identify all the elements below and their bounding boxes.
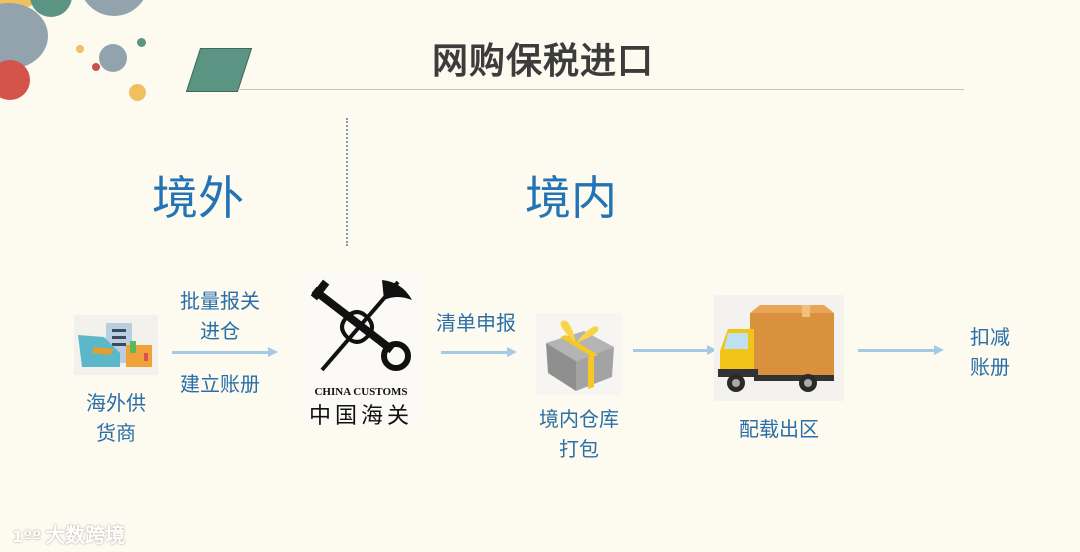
- title-accent-shape: [185, 48, 253, 92]
- customs-logo-text-cn: 中国海关: [308, 404, 413, 429]
- slide-title: 网购保税进口: [432, 41, 655, 82]
- circle-red: [0, 60, 30, 100]
- node-ledger-label-line2: 账册: [970, 355, 1010, 379]
- circle-gray-medium: [99, 44, 127, 72]
- edge-list-declaration-label: 清单申报: [436, 311, 516, 335]
- gift-box-icon: [536, 313, 622, 395]
- edge-ledger-setup-label: 建立账册: [180, 372, 260, 396]
- edge-declaration-label: 批量报关 进仓: [160, 286, 280, 346]
- node-ledger-label-line1: 扣减: [970, 325, 1010, 349]
- arrow-customs-to-warehouse: [441, 347, 517, 357]
- watermark-text: 大数跨境: [45, 523, 126, 547]
- region-overseas-label: 境外: [152, 171, 244, 225]
- node-ledger-label: 扣减 账册: [960, 322, 1020, 382]
- arrow-supplier-to-customs: [172, 347, 278, 357]
- arrow-warehouse-to-dispatch: [633, 345, 717, 355]
- node-supplier-label-line2: 货商: [96, 421, 136, 445]
- circle-gray-large: [78, 0, 150, 16]
- node-supplier-label: 海外供 货商: [66, 388, 166, 448]
- 100-logo-icon: 1ºº: [12, 527, 42, 546]
- china-customs-emblem-icon: CHINA CUSTOMS 中国海关: [302, 272, 420, 429]
- circle-red-small: [92, 63, 100, 71]
- delivery-truck-icon: [714, 295, 844, 401]
- circle-teal: [30, 0, 72, 17]
- node-warehouse-label-line2: 打包: [559, 437, 599, 461]
- title-underline: [238, 89, 964, 90]
- customs-logo-text-en: CHINA CUSTOMS: [314, 386, 408, 398]
- factory-building-icon: [74, 315, 158, 375]
- region-divider: [346, 118, 348, 246]
- edge-label-line1: 批量报关: [180, 289, 260, 313]
- region-domestic-label: 境内: [525, 171, 617, 225]
- arrow-dispatch-to-ledger: [858, 345, 944, 355]
- circle-yellow-medium: [129, 84, 146, 101]
- node-warehouse-label-line1: 境内仓库: [539, 407, 619, 431]
- node-dispatch-label: 配载出区: [739, 417, 819, 441]
- circle-yellow-small: [76, 45, 84, 53]
- edge-label-line2: 进仓: [200, 319, 240, 343]
- node-warehouse-label: 境内仓库 打包: [524, 404, 634, 464]
- circle-teal-small: [137, 38, 146, 47]
- node-supplier-label-line1: 海外供: [86, 391, 146, 415]
